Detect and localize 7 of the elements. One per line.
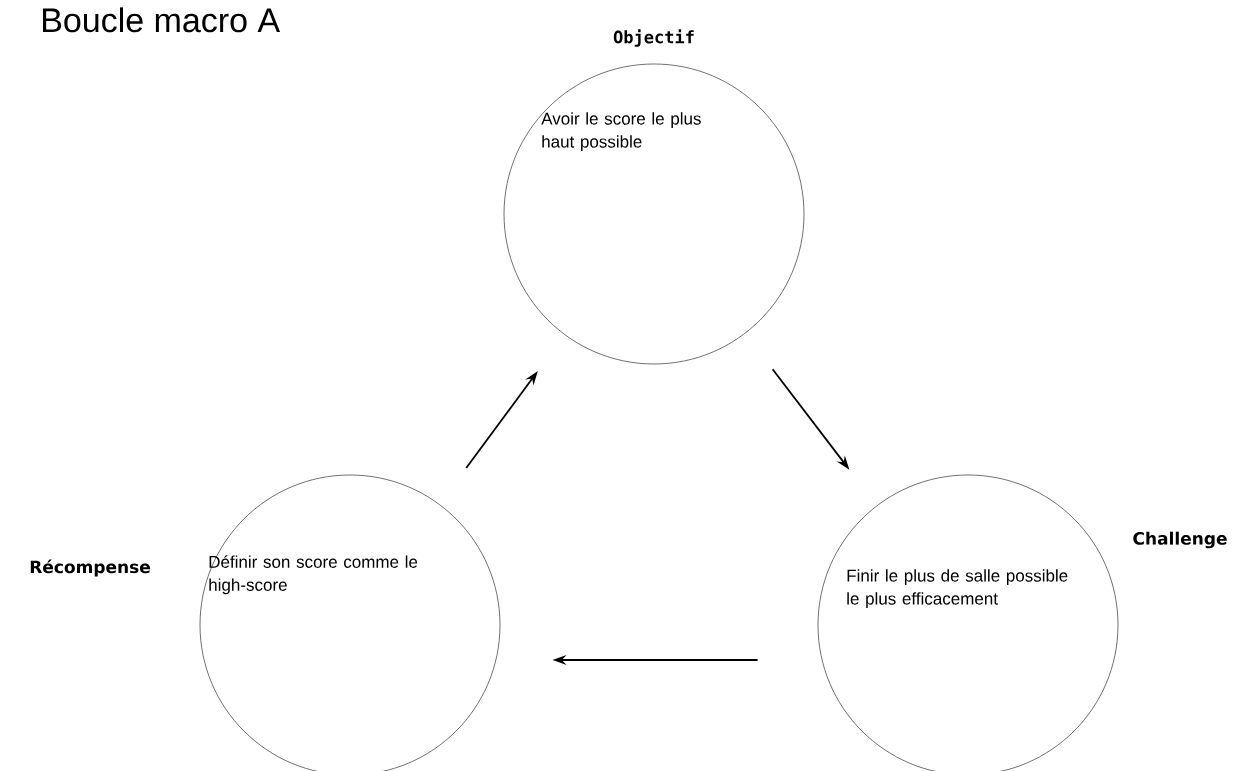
heading: Objectif [613,29,694,47]
node-text: Finir le plus de salle possible le plus efficacement [847,569,1068,609]
heading: Challenge [1133,531,1227,549]
heading: Récompense [30,559,150,577]
title: Boucle macro A [43,7,281,33]
node-text: Avoir le score le plus haut possible [541,112,701,152]
node-text: Définir son score comme le high-score [209,555,418,595]
